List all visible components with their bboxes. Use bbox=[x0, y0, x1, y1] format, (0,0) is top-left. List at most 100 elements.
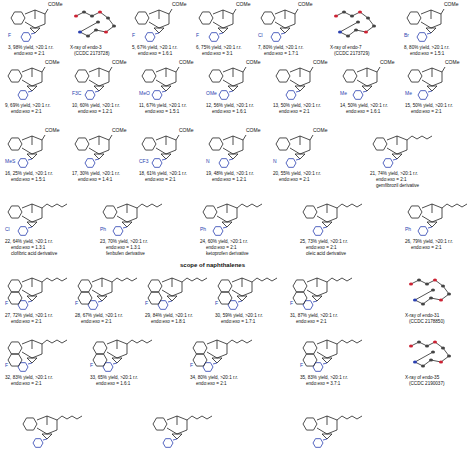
bond-line bbox=[32, 340, 42, 344]
bond-line bbox=[280, 137, 287, 138]
bond-line bbox=[207, 340, 217, 344]
bond-line bbox=[153, 70, 157, 76]
bond-line bbox=[421, 226, 426, 227]
bond-line bbox=[18, 305, 21, 309]
bond-line bbox=[428, 91, 432, 92]
bond-line bbox=[387, 148, 397, 154]
bond-line bbox=[113, 231, 116, 235]
bond-line bbox=[289, 158, 294, 159]
bond-line bbox=[159, 10, 169, 14]
bond-line bbox=[148, 41, 153, 42]
bond-line bbox=[314, 206, 318, 212]
bond-line bbox=[363, 91, 367, 92]
bond-line bbox=[214, 206, 218, 212]
ratio-caption: endo:exo = 1.6:1 bbox=[96, 381, 130, 386]
bond-line bbox=[146, 82, 153, 83]
bond-line bbox=[322, 434, 332, 435]
atom-ellipsoid bbox=[358, 11, 362, 14]
bond-line bbox=[161, 86, 166, 91]
bond-line bbox=[35, 28, 40, 33]
bond-line bbox=[412, 69, 419, 70]
bond-line bbox=[85, 159, 88, 163]
bond-line bbox=[220, 76, 224, 82]
bond-line bbox=[422, 216, 432, 222]
bond-line bbox=[327, 434, 332, 439]
bond-line bbox=[307, 205, 314, 206]
bond-line bbox=[111, 367, 114, 371]
bond-line bbox=[93, 360, 97, 366]
bond-line bbox=[89, 286, 93, 292]
atom-ellipsoid bbox=[346, 35, 350, 38]
bond-line bbox=[27, 86, 32, 91]
substituent-label: F bbox=[132, 33, 135, 39]
bond-line bbox=[303, 212, 307, 218]
bond-line bbox=[159, 24, 169, 28]
bond-line bbox=[361, 95, 364, 99]
bond-line bbox=[102, 292, 112, 296]
bond-line bbox=[317, 278, 318, 287]
bond-line bbox=[221, 227, 224, 231]
substituent-label: Ph bbox=[405, 227, 411, 233]
bond-line bbox=[300, 68, 310, 72]
bond-line bbox=[337, 278, 342, 281]
bond-line bbox=[421, 22, 431, 28]
bond-line bbox=[47, 204, 52, 207]
bond-line bbox=[94, 154, 104, 155]
bond-line bbox=[18, 367, 21, 371]
bond-line bbox=[32, 136, 42, 140]
bond-line bbox=[203, 367, 206, 371]
bond-line bbox=[156, 68, 166, 72]
bond-line bbox=[57, 278, 62, 281]
bond-line bbox=[8, 360, 12, 366]
bond-line bbox=[91, 300, 96, 301]
bond-line bbox=[295, 154, 305, 155]
bond-line bbox=[297, 292, 304, 293]
bond-line bbox=[314, 354, 318, 360]
bond-line bbox=[109, 72, 110, 82]
bond-line bbox=[242, 278, 252, 282]
ratio-caption: endo:exo = 1.4:1 bbox=[78, 177, 112, 182]
bond-line bbox=[147, 340, 152, 343]
bond-line bbox=[26, 95, 29, 99]
bond-line bbox=[327, 218, 337, 222]
bond-line bbox=[279, 33, 282, 37]
bond-line bbox=[182, 278, 187, 282]
bond-line bbox=[57, 420, 58, 430]
atom-ellipsoid bbox=[372, 25, 376, 28]
bond-line bbox=[12, 292, 19, 293]
bond-line bbox=[146, 69, 153, 70]
bond-line bbox=[98, 301, 102, 302]
bond-line bbox=[28, 363, 32, 364]
bond-line bbox=[209, 76, 213, 82]
bond-line bbox=[19, 280, 23, 286]
bond-line bbox=[91, 309, 96, 310]
bond-line bbox=[135, 12, 139, 18]
bond-line bbox=[218, 28, 223, 33]
bond-line bbox=[217, 340, 218, 349]
compound-caption: 7, 80% yield, >20:1 r.r. bbox=[258, 45, 304, 50]
ratio-caption: endo:exo = 1.2:1 bbox=[78, 109, 112, 114]
bond-line bbox=[233, 82, 243, 86]
compound-caption: 34, 80% yield, >20:1 r.r. bbox=[190, 375, 238, 380]
bond-line bbox=[104, 348, 108, 354]
bond-line bbox=[321, 231, 324, 235]
bond-line bbox=[122, 278, 127, 281]
bond-line bbox=[199, 18, 203, 24]
bond-line bbox=[19, 144, 23, 150]
bond-line bbox=[27, 417, 34, 418]
bond-line bbox=[166, 447, 171, 448]
bond-line bbox=[303, 418, 307, 424]
bond-line bbox=[209, 70, 213, 76]
bond-line bbox=[217, 204, 227, 208]
bond-line bbox=[242, 278, 243, 287]
compound-caption: 35, 83% yield, >20:1 r.r. bbox=[300, 375, 348, 380]
bond-line bbox=[28, 301, 32, 302]
bond-line bbox=[145, 37, 148, 41]
bond-line bbox=[223, 80, 233, 86]
bond-line bbox=[242, 292, 252, 296]
bond-line bbox=[316, 371, 321, 372]
bond-line bbox=[26, 305, 29, 309]
bond-line bbox=[310, 135, 313, 140]
bond-line bbox=[222, 99, 227, 100]
bond-line bbox=[32, 222, 37, 227]
